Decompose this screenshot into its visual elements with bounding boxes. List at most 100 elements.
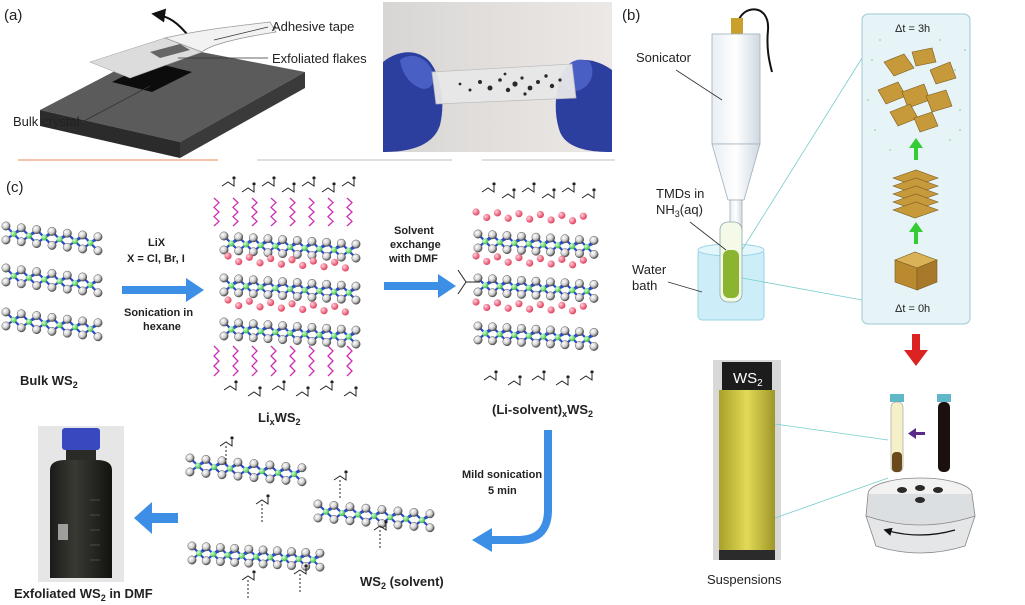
label-lisolvent-main: (Li-solvent) bbox=[492, 402, 562, 417]
step1-line3: Sonication in bbox=[124, 307, 193, 319]
label-ws2-solvent-sub: 2 bbox=[381, 581, 386, 591]
vial-leader-bottom bbox=[774, 477, 889, 519]
step4-arrow bbox=[134, 502, 178, 534]
panel-a: (a) Adhesive tape Exfoliated flakes Bulk… bbox=[4, 2, 612, 158]
hexane-molecule-3 bbox=[261, 176, 276, 187]
alkyl-chain-top-2 bbox=[232, 197, 239, 227]
dmf-adsorbed-4 bbox=[373, 520, 388, 531]
bulk-cube bbox=[894, 251, 938, 291]
dmf-molecule-5 bbox=[561, 182, 576, 193]
alkyl-chain-bottom-2 bbox=[232, 345, 239, 377]
hexane-molecule-1 bbox=[221, 176, 236, 187]
label-water-line2: bath bbox=[632, 278, 657, 293]
label-lix-ws: WS bbox=[275, 410, 296, 425]
label-adhesive-tape: Adhesive tape bbox=[272, 19, 354, 34]
hexane-molecule-b-5 bbox=[319, 380, 334, 391]
lix-layer-2 bbox=[219, 273, 361, 305]
bulk-layer-1 bbox=[1, 221, 103, 256]
step3-arrowhead bbox=[472, 528, 492, 552]
dmf-adsorbed-6 bbox=[241, 570, 256, 581]
lisolvent-ws2-structure bbox=[457, 182, 599, 386]
label-lix-li: Li bbox=[258, 410, 270, 425]
vial-leader-top bbox=[774, 423, 889, 441]
lix-layer-1 bbox=[219, 231, 361, 263]
label-exfoliated-flakes: Exfoliated flakes bbox=[272, 51, 367, 66]
dmf-molecule-b-3 bbox=[531, 370, 546, 381]
dmf-bottle-photo bbox=[38, 426, 124, 582]
alkyl-chain-top-3 bbox=[251, 197, 258, 227]
label-lisolvent-ws2: (Li-solvent)xWS2 bbox=[492, 402, 593, 419]
step3-line1: Mild sonication bbox=[462, 469, 542, 481]
adhesive-tape bbox=[89, 21, 277, 79]
exfoliated-sheet-1 bbox=[185, 453, 307, 487]
alkyl-chain-bottom-1 bbox=[213, 345, 220, 377]
label-tmds-tail: (aq) bbox=[680, 202, 703, 217]
glass-substrate bbox=[40, 45, 305, 158]
step3-line2: 5 min bbox=[488, 485, 517, 497]
dmf-molecule-6 bbox=[581, 188, 596, 199]
lisolvent-layer-1 bbox=[473, 229, 599, 259]
tape-photo bbox=[383, 2, 612, 152]
lix-layer-3 bbox=[219, 317, 361, 349]
label-dt-top: Δt = 3h bbox=[895, 23, 930, 35]
sonicator-horn bbox=[711, 18, 761, 231]
hexane-molecule-6 bbox=[321, 182, 336, 193]
dmf-molecule-1 bbox=[481, 182, 496, 193]
dmf-adsorbed-2 bbox=[255, 494, 270, 505]
lisolvent-layer-3 bbox=[473, 321, 599, 351]
dmf-adsorbed-3 bbox=[333, 470, 348, 481]
panel-b: (b) Sonicator TMDs in NH3(aq) Water bath bbox=[622, 7, 976, 587]
exfoliated-sheet-2 bbox=[313, 499, 435, 533]
label-water-line1: Water bbox=[632, 262, 667, 277]
label-bulk-crystal: Bulk crystal bbox=[13, 114, 80, 129]
alkyl-chain-top-5 bbox=[289, 197, 296, 227]
label-ws2-solvent-tail: (solvent) bbox=[386, 574, 444, 589]
test-tube bbox=[719, 221, 743, 303]
bulk-leader bbox=[81, 85, 151, 123]
vial-label: WS2 bbox=[733, 370, 763, 389]
purple-arrow-icon bbox=[908, 428, 925, 439]
stacked-flakes bbox=[892, 169, 939, 219]
label-lisolvent-ws: WS bbox=[567, 402, 588, 417]
label-bulk-ws2-sub: 2 bbox=[73, 380, 78, 390]
dmf-adsorbed-5 bbox=[293, 564, 308, 575]
alkyl-chain-top-8 bbox=[346, 197, 353, 227]
step1-line2: X = Cl, Br, I bbox=[127, 253, 185, 265]
centrifuge-tube-dark bbox=[937, 394, 951, 472]
centrifuge-rotor bbox=[865, 477, 976, 554]
label-lix-ws2: LixWS2 bbox=[258, 410, 301, 427]
dmf-molecule-b-5 bbox=[579, 370, 594, 381]
label-tmds-nh: NH bbox=[656, 202, 675, 217]
ws2-vial-photo: WS2 bbox=[713, 360, 781, 560]
centrifuge-tube-light bbox=[890, 394, 904, 473]
alkyl-chain-bottom-5 bbox=[289, 345, 296, 377]
hexane-molecule-b-4 bbox=[295, 386, 310, 397]
alkyl-chain-bottom-4 bbox=[270, 345, 277, 377]
step3-arrow bbox=[490, 430, 552, 544]
step2-line1: Solvent bbox=[394, 225, 434, 237]
dmf-molecule-b-1 bbox=[483, 370, 498, 381]
step2-line2: exchange bbox=[390, 239, 441, 251]
hexane-molecule-7 bbox=[341, 176, 356, 187]
label-suspensions: Suspensions bbox=[707, 572, 782, 587]
label-tmds-line1: TMDs in bbox=[656, 186, 704, 201]
exfoliated-sheet-3 bbox=[187, 541, 325, 572]
panel-b-label: (b) bbox=[622, 7, 640, 24]
dmf-molecule-b-2 bbox=[507, 375, 522, 386]
label-ws2-solvent-ws: WS bbox=[360, 574, 381, 589]
sonicator-leader bbox=[675, 69, 723, 101]
water-leader bbox=[667, 281, 703, 293]
dmf-molecule-2 bbox=[501, 188, 516, 199]
alkyl-chain-bottom-7 bbox=[327, 345, 334, 377]
dmf-molecule-4 bbox=[541, 188, 556, 199]
label-lisolvent-x: x bbox=[562, 409, 567, 419]
green-arrow-up-2 bbox=[909, 138, 923, 160]
lix-li-row-1 bbox=[224, 252, 349, 272]
alkyl-chain-bottom-8 bbox=[346, 345, 353, 377]
panel-c: (c) Bulk WS2 LiX X = Cl, Br, I Sonicatio… bbox=[1, 176, 599, 603]
step2-arrow bbox=[384, 274, 456, 298]
step2-line3: with DMF bbox=[388, 253, 438, 265]
tmds-leader bbox=[689, 221, 727, 251]
bulk-layer-3 bbox=[1, 307, 103, 342]
tape-leader bbox=[213, 26, 269, 41]
